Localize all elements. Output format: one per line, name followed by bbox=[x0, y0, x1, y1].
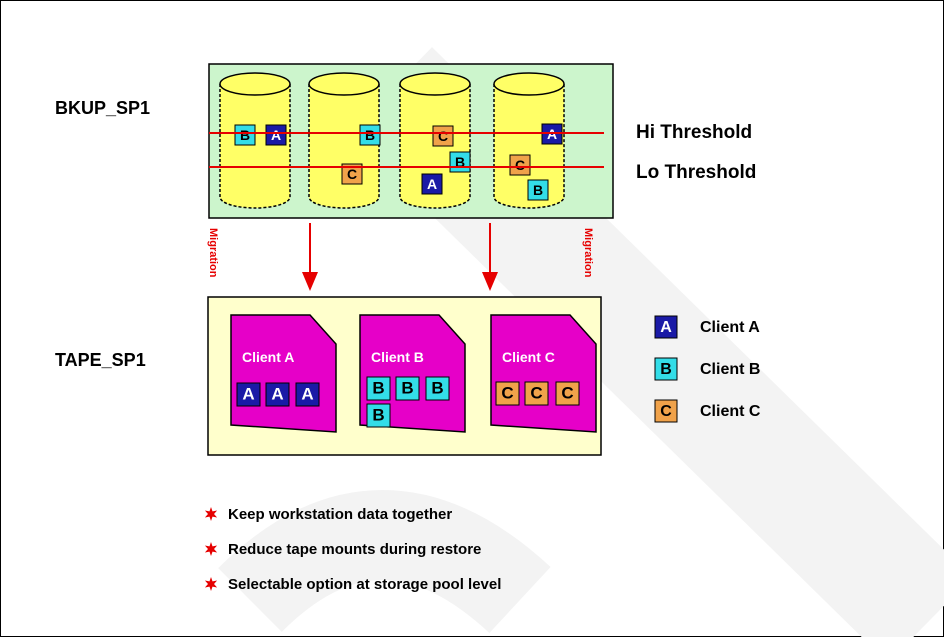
legend-item-c: C Client C bbox=[654, 399, 761, 423]
legend: A Client A B Client B C Client C bbox=[654, 315, 761, 423]
block-letter: C bbox=[530, 384, 542, 403]
client-c-block: C bbox=[432, 125, 454, 147]
watermark-shape bbox=[218, 490, 551, 634]
migration-label-left: Migration bbox=[207, 228, 219, 278]
bullet-text: Keep workstation data together bbox=[228, 506, 452, 523]
lo-threshold-label: Lo Threshold bbox=[636, 162, 756, 183]
client-a-block: A bbox=[654, 315, 678, 339]
client-c-block: C bbox=[341, 163, 363, 185]
tape-label: Client C bbox=[502, 349, 555, 365]
client-a-block: A bbox=[265, 124, 287, 146]
block-letter: B bbox=[240, 127, 250, 143]
bullet-text: Reduce tape mounts during restore bbox=[228, 541, 481, 558]
client-b-block: B bbox=[366, 376, 391, 401]
legend-label: Client A bbox=[700, 319, 760, 336]
block-letter: C bbox=[660, 403, 672, 420]
block-letter: A bbox=[660, 319, 672, 336]
disk-cylinder: CB A bbox=[399, 72, 471, 209]
star-burst-icon bbox=[204, 577, 218, 591]
client-a-block: A bbox=[295, 382, 320, 407]
legend-label: Client C bbox=[700, 403, 761, 420]
block-letter: A bbox=[427, 176, 437, 192]
star-burst-icon bbox=[204, 542, 218, 556]
bullet-item: Reduce tape mounts during restore bbox=[204, 541, 481, 558]
client-a-block: A bbox=[421, 173, 443, 195]
disk-cylinders: BABCCBAACB bbox=[219, 72, 565, 209]
client-b-block: B bbox=[425, 376, 450, 401]
bullet-text: Selectable option at storage pool level bbox=[228, 576, 501, 593]
client-b-block: B bbox=[395, 376, 420, 401]
client-b-block: B bbox=[449, 151, 471, 173]
block-letter: B bbox=[455, 154, 465, 170]
legend-item-b: B Client B bbox=[654, 357, 760, 381]
disk-cylinder: ACB bbox=[493, 72, 565, 209]
block-letter: A bbox=[271, 127, 281, 143]
star-burst-icon bbox=[204, 507, 218, 521]
block-letter: B bbox=[365, 127, 375, 143]
client-a-block: A bbox=[236, 382, 261, 407]
migration-arrow bbox=[302, 223, 318, 291]
block-letter: C bbox=[347, 166, 357, 182]
tape-label: Client A bbox=[242, 349, 294, 365]
client-c-block: C bbox=[524, 381, 549, 406]
migration-label-right: Migration bbox=[582, 228, 594, 278]
client-a-block: A bbox=[265, 382, 290, 407]
client-c-block: C bbox=[495, 381, 520, 406]
legend-item-a: A Client A bbox=[654, 315, 760, 339]
block-letter: B bbox=[660, 361, 672, 378]
legend-label: Client B bbox=[700, 361, 760, 378]
client-c-block: C bbox=[555, 381, 580, 406]
block-letter: B bbox=[401, 379, 413, 398]
tape-label: Client B bbox=[371, 349, 424, 365]
client-b-block: B bbox=[527, 179, 549, 201]
block-letter: B bbox=[431, 379, 443, 398]
bullet-item: Keep workstation data together bbox=[204, 506, 452, 523]
hi-threshold-label: Hi Threshold bbox=[636, 122, 752, 143]
block-letter: C bbox=[515, 157, 525, 173]
client-c-block: C bbox=[654, 399, 678, 423]
tape-pool-label: TAPE_SP1 bbox=[55, 350, 146, 370]
disk-cylinder: BC bbox=[308, 72, 381, 209]
block-letter: C bbox=[438, 128, 448, 144]
block-letter: A bbox=[271, 385, 283, 404]
block-letter: B bbox=[372, 379, 384, 398]
block-letter: C bbox=[501, 384, 513, 403]
block-letter: A bbox=[301, 385, 313, 404]
client-b-block: B bbox=[366, 403, 391, 428]
block-letter: B bbox=[372, 406, 384, 425]
client-c-block: C bbox=[509, 154, 531, 176]
block-letter: C bbox=[561, 384, 573, 403]
client-b-block: B bbox=[234, 124, 256, 146]
client-b-block: B bbox=[359, 124, 381, 146]
client-b-block: B bbox=[654, 357, 678, 381]
block-letter: B bbox=[533, 182, 543, 198]
migration-arrow bbox=[482, 223, 498, 291]
bullet-item: Selectable option at storage pool level bbox=[204, 576, 501, 593]
block-letter: A bbox=[242, 385, 254, 404]
disk-pool-label: BKUP_SP1 bbox=[55, 98, 150, 118]
